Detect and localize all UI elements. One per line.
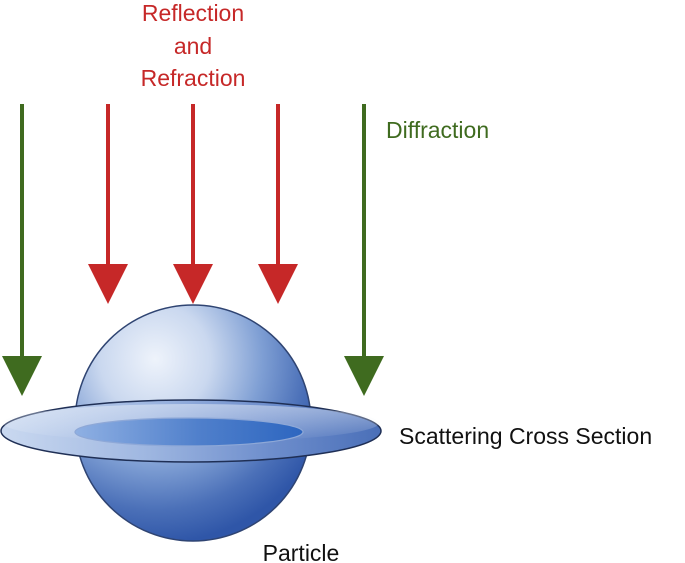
reflection-title-line-1: Reflection [142, 0, 244, 26]
cross-section-label: Scattering Cross Section [399, 423, 652, 449]
particle-label: Particle [263, 540, 340, 563]
reflection-title-line-3: Refraction [141, 65, 246, 91]
diffraction-label: Diffraction [386, 117, 489, 143]
reflection-title-line-2: and [174, 33, 212, 59]
inner-cross-section [74, 417, 304, 447]
